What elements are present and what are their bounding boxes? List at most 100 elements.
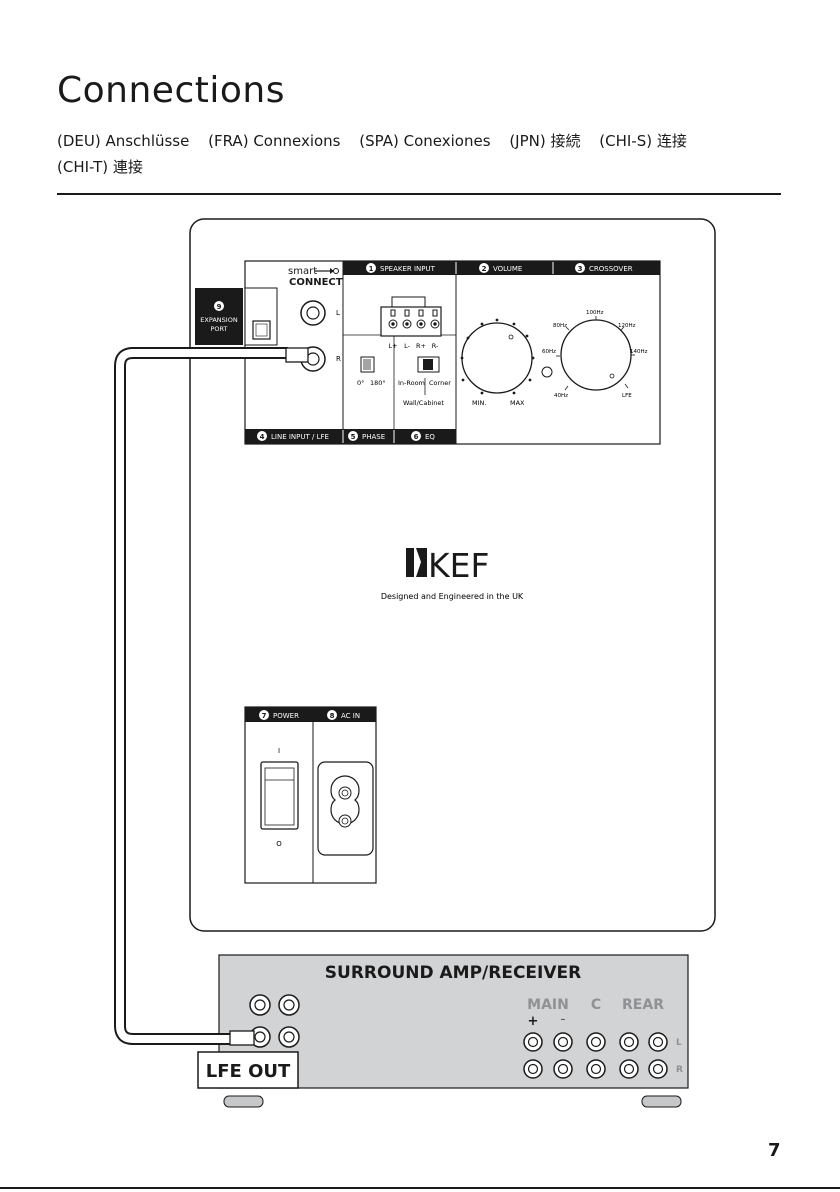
crossover-100hz: 100Hz <box>586 310 604 316</box>
expansion-port-socket[interactable] <box>252 320 271 340</box>
receiver-main-label: MAIN <box>527 997 569 1013</box>
receiver-title: SURROUND AMP/RECEIVER <box>325 963 581 983</box>
crossover-bypass-indicator <box>541 366 553 378</box>
lang-fra: (FRA) Connexions <box>208 132 341 150</box>
crossover-knob[interactable] <box>560 319 632 391</box>
receiver-foot-left <box>223 1095 264 1108</box>
rca-input-right-inner <box>306 352 320 366</box>
num-7: 7 <box>262 712 267 720</box>
lfe-out-label: LFE OUT <box>206 1061 291 1082</box>
power-switch-rocker <box>264 767 295 826</box>
eq-option-corner: Corner <box>429 379 451 387</box>
receiver-jack-br[interactable] <box>278 1026 300 1048</box>
kef-brand-text: KEF <box>428 546 489 585</box>
rca-input-left-inner <box>306 306 320 320</box>
receiver-plus-label: + <box>528 1014 539 1029</box>
num-9: 9 <box>217 303 222 311</box>
page-title: Connections <box>57 70 285 111</box>
speaker-terminal-top <box>391 296 426 308</box>
crossover-scale-ticks <box>556 316 635 391</box>
terminal-label-lminus: L- <box>404 342 411 350</box>
num-badge-2 <box>479 263 489 273</box>
lfe-out-label-box <box>197 1051 299 1089</box>
receiver-rear-label: REAR <box>622 997 664 1013</box>
num-badge-6 <box>411 431 421 441</box>
num-3: 3 <box>578 265 583 273</box>
crossover-140hz: 140Hz <box>630 349 648 355</box>
num-5: 5 <box>351 433 356 441</box>
volume-scale-dots <box>460 318 535 395</box>
terminal-label-lplus: L+ <box>388 342 397 350</box>
volume-min-label: MIN. <box>472 399 486 407</box>
smart-arrow-head <box>330 268 334 274</box>
receiver-row-l-label: L <box>676 1038 682 1048</box>
label-phase: PHASE <box>362 433 385 441</box>
ac-pin-bottom <box>338 814 352 828</box>
smart-arrow-dot <box>333 268 339 274</box>
terminal-label-rplus: R+ <box>416 342 426 350</box>
language-translations: (DEU) Anschlüsse (FRA) Connexions (SPA) … <box>57 128 757 180</box>
crossover-80hz: 80Hz <box>553 323 567 329</box>
num-badge-8 <box>327 710 337 720</box>
phase-switch-ridges <box>363 359 371 370</box>
power-header-bar <box>245 707 376 722</box>
num-badge-3 <box>575 263 585 273</box>
num-badge-5 <box>348 431 358 441</box>
page-number: 7 <box>768 1140 781 1161</box>
footer-rule <box>0 1187 840 1189</box>
cable-plug-receiver <box>229 1030 255 1046</box>
label-line-input: LINE INPUT / LFE <box>271 433 329 441</box>
eq-switch-knob <box>423 359 433 370</box>
eq-option-inroom: In-Room <box>398 379 425 387</box>
connect-logo-text: CONNECT <box>289 277 343 288</box>
receiver-jack-tr[interactable] <box>278 994 300 1016</box>
lang-jpn: (JPN) 接続 <box>509 132 581 150</box>
lang-spa: (SPA) Conexiones <box>359 132 491 150</box>
ac-inlet-socket[interactable] <box>330 775 360 825</box>
smart-logo-text: smart <box>288 266 317 277</box>
lang-deu: (DEU) Anschlüsse <box>57 132 190 150</box>
volume-max-label: MAX <box>510 399 525 407</box>
crossover-40hz: 40Hz <box>554 393 568 399</box>
receiver-jack-tl[interactable] <box>249 994 271 1016</box>
crossover-indicator <box>609 373 615 379</box>
num-4: 4 <box>260 433 265 441</box>
speaker-terminal-screws <box>388 309 440 329</box>
kef-logo-mark <box>406 548 427 577</box>
label-ac-in: AC IN <box>341 712 360 720</box>
receiver-minus-label: – <box>561 1014 566 1025</box>
kef-tagline: Designed and Engineered in the UK <box>381 592 524 601</box>
power-off-mark: O <box>276 840 282 848</box>
receiver-c-label: C <box>591 997 601 1013</box>
eq-option-wall: Wall/Cabinet <box>403 399 444 407</box>
num-badge-4 <box>257 431 267 441</box>
ac-pin-top <box>338 786 352 800</box>
num-badge-9 <box>214 301 224 311</box>
phase-switch[interactable] <box>360 356 375 373</box>
label-power: POWER <box>273 712 299 720</box>
power-on-mark: I <box>278 747 280 755</box>
receiver-speaker-jacks[interactable] <box>523 1032 668 1079</box>
num-1: 1 <box>369 265 374 273</box>
label-crossover: CROSSOVER <box>589 265 633 273</box>
num-badge-7 <box>259 710 269 720</box>
header-rule <box>57 193 781 195</box>
phase-option-0: 0° <box>357 379 364 387</box>
ac-pin-bottom-inner <box>341 817 349 825</box>
lfe-cable-inner <box>116 349 288 1043</box>
label-eq: EQ <box>425 433 435 441</box>
crossover-120hz: 120Hz <box>618 323 636 329</box>
receiver-row-r-label: R <box>676 1065 683 1075</box>
num-8: 8 <box>330 712 335 720</box>
volume-knob[interactable] <box>461 322 533 394</box>
label-expansion-2: PORT <box>210 325 227 333</box>
expansion-port-inner <box>255 323 268 337</box>
label-speaker-input: SPEAKER INPUT <box>380 265 436 273</box>
expansion-label-box <box>195 288 243 345</box>
crossover-60hz: 60Hz <box>542 349 556 355</box>
label-expansion-1: EXPANSION <box>200 316 238 324</box>
rca-right-label: R <box>336 355 341 363</box>
num-2: 2 <box>482 265 487 273</box>
cable-plug-subwoofer <box>285 347 309 363</box>
receiver-foot-right <box>641 1095 682 1108</box>
